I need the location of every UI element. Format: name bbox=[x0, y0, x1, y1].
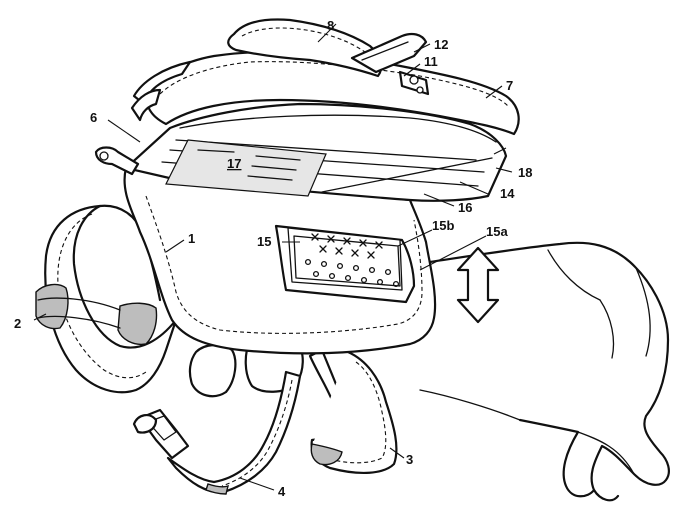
label-2: 2 bbox=[14, 316, 21, 331]
label-12: 12 bbox=[434, 37, 448, 52]
label-4: 4 bbox=[278, 484, 286, 499]
window-15 bbox=[287, 227, 403, 291]
x-marks bbox=[311, 233, 383, 259]
label-15: 15 bbox=[257, 234, 271, 249]
lid-interior bbox=[124, 102, 508, 202]
lid-8 bbox=[227, 18, 383, 78]
label-17: 17 bbox=[227, 156, 241, 171]
wrist-cuff-2 bbox=[35, 204, 178, 394]
o-marks bbox=[304, 258, 400, 288]
clip-12 bbox=[350, 32, 428, 74]
adjust-arrow-icon bbox=[456, 246, 500, 324]
label-8: 8 bbox=[327, 18, 334, 33]
label-16: 16 bbox=[458, 200, 472, 215]
label-14: 14 bbox=[500, 186, 515, 201]
reference-labels: 8 12 11 7 6 17 18 14 16 1 15 15b 15a 2 3… bbox=[14, 18, 532, 499]
leader-lines bbox=[33, 23, 513, 491]
label-15b: 15b bbox=[432, 218, 454, 233]
hand-outline bbox=[419, 241, 670, 502]
label-3: 3 bbox=[406, 452, 413, 467]
label-6: 6 bbox=[90, 110, 97, 125]
label-11: 11 bbox=[424, 54, 438, 69]
hinge-11 bbox=[398, 70, 430, 96]
finger-loop-3 bbox=[308, 348, 398, 475]
label-15a: 15a bbox=[486, 224, 508, 239]
label-18: 18 bbox=[518, 165, 532, 180]
label-1: 1 bbox=[188, 231, 195, 246]
zipper-pull-6 bbox=[94, 146, 140, 176]
strap-4 bbox=[132, 370, 302, 495]
label-7: 7 bbox=[506, 78, 513, 93]
